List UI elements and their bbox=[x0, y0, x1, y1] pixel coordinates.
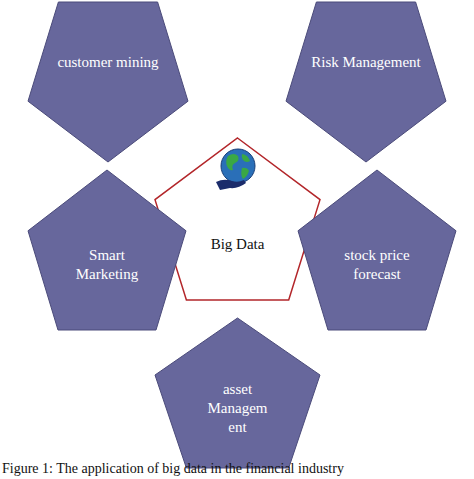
pentagon-outline bbox=[286, 2, 446, 162]
topic-pentagon: asset Managem ent bbox=[155, 318, 320, 468]
pentagon-shape bbox=[298, 170, 456, 330]
caption-text: Figure 1: The application of big data in… bbox=[2, 461, 344, 476]
topic-pentagon: customer mining bbox=[28, 2, 188, 162]
node-label: Big Data bbox=[183, 235, 293, 254]
globe-icon bbox=[212, 146, 260, 194]
node-label: Smart Marketing bbox=[57, 246, 157, 284]
pentagon-shape bbox=[155, 138, 320, 300]
pentagon-shape bbox=[28, 170, 186, 330]
topic-pentagon: Smart Marketing bbox=[28, 170, 186, 330]
node-label: stock price forecast bbox=[337, 246, 417, 284]
topic-pentagon: stock price forecast bbox=[298, 170, 456, 330]
node-label: customer mining bbox=[53, 53, 163, 72]
node-label: Risk Management bbox=[311, 53, 421, 72]
pentagon-shape bbox=[28, 2, 188, 162]
pentagon-outline bbox=[28, 2, 188, 162]
pentagon-shape bbox=[286, 2, 446, 162]
figure-caption: Figure 1: The application of big data in… bbox=[2, 461, 474, 477]
node-label: asset Managem ent bbox=[203, 380, 273, 437]
topic-pentagon: Risk Management bbox=[286, 2, 446, 162]
pentagon-shape bbox=[155, 318, 320, 468]
